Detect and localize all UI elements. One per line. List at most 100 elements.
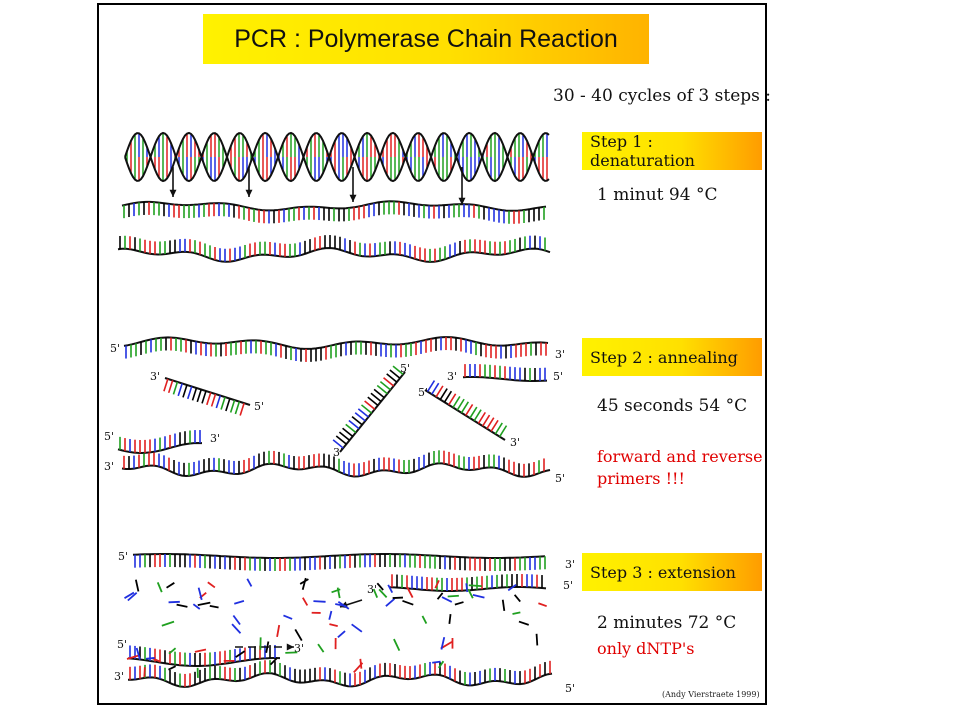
free-dntp bbox=[269, 657, 278, 666]
free-dntp bbox=[335, 603, 347, 608]
free-dntp bbox=[336, 587, 341, 599]
step2-loose-strand-b-base bbox=[448, 393, 457, 406]
free-dntp bbox=[538, 602, 547, 608]
denaturation-arrow-head bbox=[458, 197, 466, 205]
free-dntp bbox=[436, 592, 444, 600]
free-dntp bbox=[156, 582, 163, 593]
step2-loose-strand-b-base bbox=[443, 390, 453, 403]
extension-direction-arrow-head bbox=[286, 643, 294, 651]
free-dntp bbox=[329, 623, 338, 627]
free-dntp bbox=[376, 582, 384, 591]
step2-loose-strand-b-base bbox=[469, 406, 478, 419]
step1-condition: 1 minut 94 °C bbox=[597, 185, 718, 205]
step2-loose-strand-a-base bbox=[392, 365, 404, 375]
step3-new-strand-bottom-backbone bbox=[127, 657, 281, 667]
free-dntp bbox=[176, 603, 188, 608]
step2-loose-strand-b-base bbox=[456, 398, 465, 411]
three-prime-label: 3' bbox=[104, 460, 114, 473]
free-dntp bbox=[232, 614, 241, 626]
free-dntp bbox=[197, 601, 211, 607]
free-dntp bbox=[518, 620, 530, 626]
step2-loose-strand-b-base bbox=[426, 380, 436, 393]
step2-primer-left-base bbox=[177, 383, 183, 397]
five-prime-label: 5' bbox=[104, 430, 114, 443]
step2-loose-strand-b-base bbox=[481, 414, 491, 427]
free-dntp bbox=[441, 596, 453, 603]
page-title: PCR : Polymerase Chain Reaction bbox=[234, 24, 618, 53]
free-dntp bbox=[126, 654, 139, 660]
free-dntp bbox=[351, 623, 363, 633]
step2-loose-strand-a-base bbox=[357, 408, 369, 418]
step2-loose-strand-a-base bbox=[342, 427, 354, 438]
step2-loose-strand-b-base bbox=[439, 388, 448, 400]
free-dntp bbox=[421, 615, 428, 624]
five-prime-label: 5' bbox=[117, 638, 127, 651]
five-prime-label: 5' bbox=[254, 400, 264, 413]
step2-loose-strand-a-base bbox=[386, 373, 398, 383]
denaturation-arrow-head bbox=[169, 189, 177, 197]
credit-text: (Andy Vierstraete 1999) bbox=[662, 690, 760, 699]
free-dntp bbox=[535, 633, 539, 646]
five-prime-label: 5' bbox=[553, 370, 563, 383]
free-dntp bbox=[197, 587, 203, 601]
step2-primer-left-base bbox=[163, 378, 169, 392]
free-dntp bbox=[231, 623, 242, 634]
step2-loose-strand-a-base bbox=[360, 404, 373, 414]
free-dntp bbox=[440, 636, 446, 650]
step2-primer-left-base bbox=[167, 380, 174, 394]
step2-loose-strand-b-base bbox=[494, 422, 503, 435]
step2-primer-left-base bbox=[215, 395, 222, 409]
free-dntp bbox=[372, 588, 379, 598]
step2-loose-strand-b-base bbox=[465, 403, 474, 416]
free-dntp bbox=[406, 586, 414, 598]
step2-note-line2: primers !!! bbox=[597, 469, 685, 488]
step2-note-line1: forward and reverse bbox=[597, 447, 763, 466]
free-dntp bbox=[246, 578, 253, 587]
free-dntp bbox=[465, 583, 469, 593]
step2-loose-strand-b-base bbox=[435, 385, 444, 398]
step2-primer-left-base bbox=[206, 392, 212, 406]
step2-primer-left-base bbox=[201, 390, 207, 404]
free-dntp bbox=[166, 582, 175, 589]
free-dntp bbox=[385, 598, 396, 607]
three-prime-label: 3' bbox=[565, 558, 575, 571]
step2-loose-strand-b-base bbox=[477, 411, 486, 424]
free-dntp bbox=[353, 662, 364, 673]
step2-loose-strand-a-base bbox=[376, 384, 388, 395]
free-dntp bbox=[387, 584, 394, 594]
step2-primer-left-base bbox=[234, 401, 241, 415]
three-prime-label: 3' bbox=[447, 370, 457, 383]
free-dntp bbox=[168, 600, 180, 604]
step2-bottom-strand-backbone bbox=[121, 462, 551, 478]
step2-loose-strand-b-base bbox=[452, 396, 461, 408]
free-dntp bbox=[378, 588, 388, 598]
free-dntp bbox=[301, 577, 307, 590]
free-dntp bbox=[328, 610, 333, 620]
free-dntp bbox=[454, 601, 464, 606]
three-prime-label: 3' bbox=[555, 348, 565, 361]
free-dntp bbox=[192, 603, 201, 610]
free-dntp bbox=[127, 592, 138, 602]
free-dntp bbox=[337, 630, 346, 639]
step2-label: Step 2 : annealing bbox=[582, 338, 762, 376]
step2-primer-left-base bbox=[182, 384, 188, 398]
free-dntp bbox=[467, 588, 474, 599]
five-prime-label: 5' bbox=[400, 362, 410, 375]
step2-loose-strand-b-base bbox=[490, 419, 499, 432]
five-prime-label: 5' bbox=[110, 342, 120, 355]
step2-loose-strand-b-base bbox=[498, 425, 508, 438]
step3-condition: 2 minutes 72 °C bbox=[597, 613, 737, 633]
three-prime-label: 3' bbox=[114, 670, 124, 683]
free-dntp bbox=[134, 579, 140, 592]
step2-loose-strand-b-base bbox=[460, 401, 470, 414]
free-dntp bbox=[313, 600, 326, 603]
three-prime-label: 3' bbox=[333, 446, 343, 459]
step2-loose-strand-a-backbone bbox=[339, 371, 406, 453]
step2-loose-strand-a-base bbox=[383, 377, 395, 387]
three-prime-label: 3' bbox=[294, 642, 304, 655]
free-dntp bbox=[512, 611, 521, 615]
free-dntp bbox=[513, 594, 521, 603]
step2-primer-left-base bbox=[172, 381, 179, 395]
step2-loose-strand-a-base bbox=[345, 423, 357, 434]
